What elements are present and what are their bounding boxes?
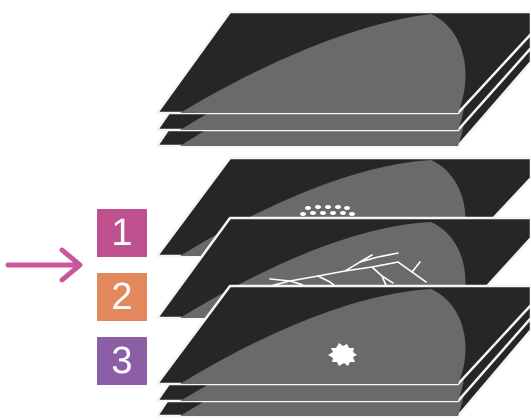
slice-badge-1: 1 [97, 209, 147, 257]
slice-badge-2: 2 [97, 273, 147, 321]
slice-badge-3: 3 [97, 337, 147, 385]
top-slice-stack [157, 12, 531, 146]
arrow-right-icon [8, 250, 80, 280]
